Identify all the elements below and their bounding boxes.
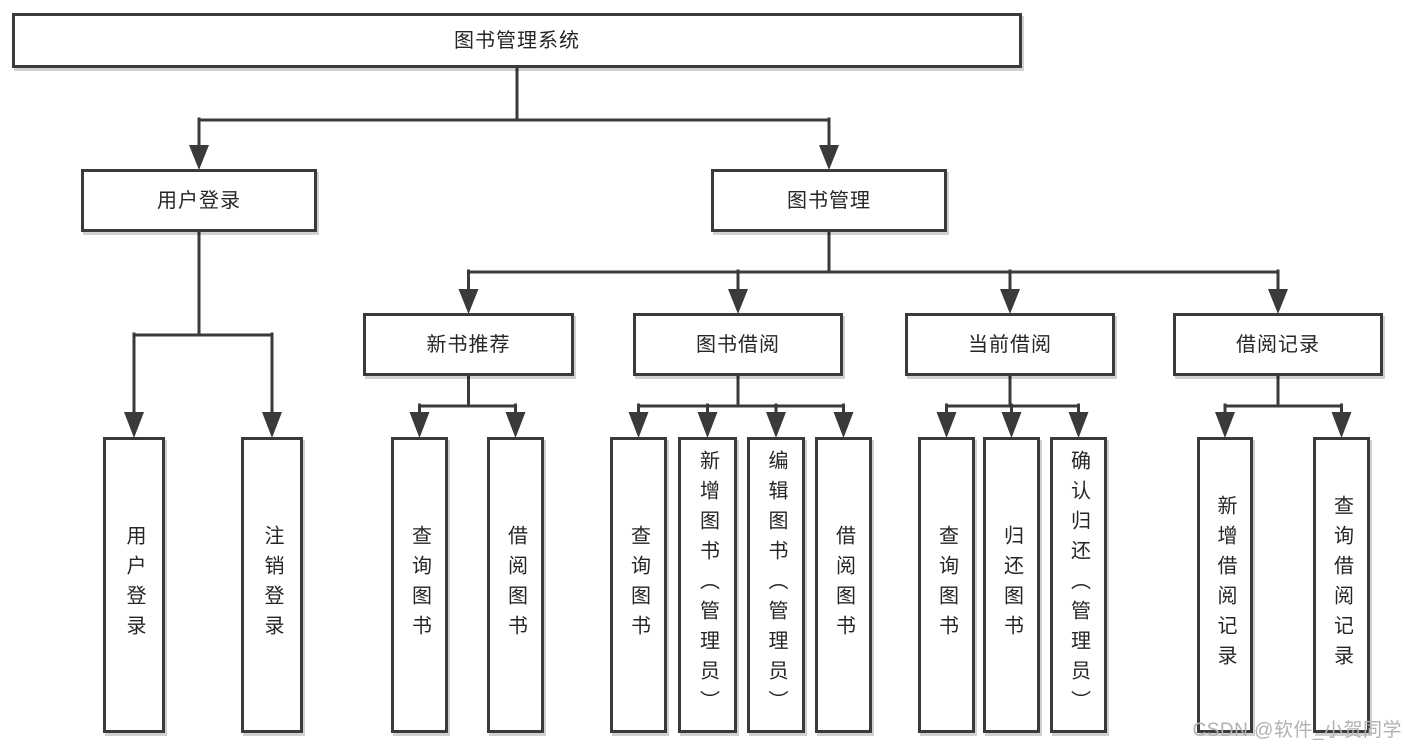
leaf-bb-query-books-label: 查询图书	[627, 525, 650, 645]
arrowheads-level2	[458, 289, 1288, 314]
leaf-bb-edit-book-admin-label: 编辑图书（管理员）	[765, 450, 787, 720]
node-borrow-records-label: 借阅记录	[1236, 333, 1320, 356]
node-current-borrow-label: 当前借阅	[968, 333, 1052, 356]
node-root-label: 图书管理系统	[454, 29, 580, 52]
leaf-br-add-record-label: 新增借阅记录	[1214, 495, 1236, 675]
node-user-login: 用户登录	[81, 169, 317, 232]
leaf-user-login: 用户登录	[103, 437, 165, 733]
node-root: 图书管理系统	[12, 13, 1022, 68]
arrowheads-level1	[189, 145, 839, 170]
node-book-borrow: 图书借阅	[633, 313, 843, 376]
node-borrow-records: 借阅记录	[1173, 313, 1383, 376]
leaf-cb-confirm-return-admin: 确认归还（管理员）	[1050, 437, 1107, 733]
leaf-br-query-record: 查询借阅记录	[1313, 437, 1370, 733]
wire-book-borrow-split	[637, 374, 845, 416]
node-book-borrow-label: 图书借阅	[696, 333, 780, 356]
node-current-borrow: 当前借阅	[905, 313, 1115, 376]
leaf-rec-query-books: 查询图书	[391, 437, 448, 733]
leaf-cb-confirm-return-admin-label: 确认归还（管理员）	[1067, 450, 1090, 720]
leaf-cb-query-books-label: 查询图书	[935, 525, 958, 645]
wire-user-login-split	[132, 230, 274, 416]
leaf-rec-query-books-label: 查询图书	[408, 525, 431, 645]
leaf-rec-borrow-books-label: 借阅图书	[504, 525, 527, 645]
node-new-book-rec-label: 新书推荐	[426, 333, 511, 356]
arrowheads-leaves	[124, 412, 1352, 438]
wire-book-mgmt-split	[467, 230, 1280, 293]
leaf-bb-borrow-books-label: 借阅图书	[832, 525, 855, 645]
leaf-logout: 注销登录	[241, 437, 303, 733]
leaf-bb-borrow-books: 借阅图书	[815, 437, 872, 733]
node-new-book-rec: 新书推荐	[363, 313, 574, 376]
node-book-mgmt: 图书管理	[711, 169, 947, 232]
leaf-cb-return-book: 归还图书	[983, 437, 1040, 733]
wire-current-borrow-split	[945, 374, 1080, 416]
leaf-br-query-record-label: 查询借阅记录	[1330, 495, 1353, 675]
leaf-br-add-record: 新增借阅记录	[1197, 437, 1253, 733]
wire-borrow-records-split	[1223, 374, 1343, 416]
leaf-bb-query-books: 查询图书	[610, 437, 667, 733]
leaf-bb-add-book-admin: 新增图书（管理员）	[678, 437, 737, 733]
leaf-user-login-label: 用户登录	[123, 525, 145, 645]
csdn-watermark: CSDN @软件_小贺同学	[1192, 720, 1402, 741]
node-user-login-label: 用户登录	[157, 189, 241, 212]
wire-new-book-rec-split	[418, 374, 517, 416]
leaf-cb-query-books: 查询图书	[918, 437, 975, 733]
leaf-cb-return-book-label: 归还图书	[1000, 525, 1023, 645]
leaf-bb-add-book-admin-label: 新增图书（管理员）	[696, 450, 719, 720]
node-book-mgmt-label: 图书管理	[787, 189, 871, 212]
leaf-logout-label: 注销登录	[261, 525, 283, 645]
wire-root-split	[197, 66, 831, 150]
leaf-bb-edit-book-admin: 编辑图书（管理员）	[747, 437, 805, 733]
leaf-rec-borrow-books: 借阅图书	[487, 437, 544, 733]
